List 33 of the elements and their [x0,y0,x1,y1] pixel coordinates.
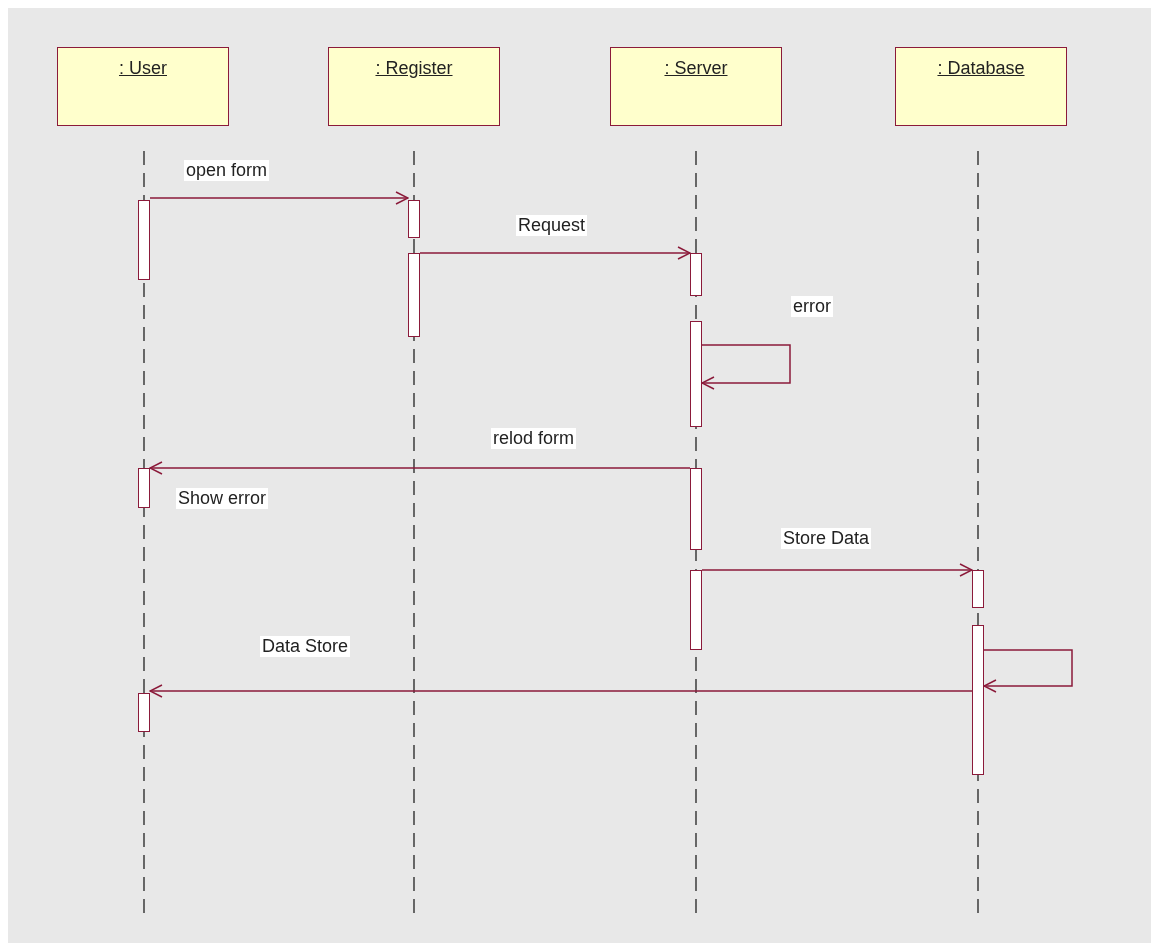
object-name: : Register [375,58,453,78]
message-arrow [149,191,409,205]
activation-bar [138,200,150,280]
activation-bar [690,468,702,550]
activation-bar [138,693,150,732]
message-arrow [701,344,791,390]
activation-bar [138,468,150,508]
message-label: Request [516,215,588,236]
message-arrow [419,246,691,260]
object-name: : Database [937,58,1025,78]
message-label: open form [184,160,270,181]
message-label: relod form [491,428,577,449]
activation-bar [690,570,702,650]
note-text: Show error [176,488,269,509]
message-arrow [149,461,691,475]
object-name: : Server [664,58,728,78]
activation-bar [408,253,420,337]
object-box [57,47,229,126]
message-label: Store Data [781,528,872,549]
message-label: Data Store [260,636,351,657]
object-box [328,47,500,126]
message-arrow [149,684,973,698]
object-box [610,47,782,126]
object-name: : User [119,58,167,78]
object-box [895,47,1067,126]
message-label: error [791,296,833,317]
activation-bar [690,253,702,296]
message-arrow [701,563,973,577]
activation-bar [972,570,984,608]
activation-bar [690,321,702,427]
activation-bar [408,200,420,238]
activation-bar [972,625,984,775]
message-arrow [983,649,1073,693]
